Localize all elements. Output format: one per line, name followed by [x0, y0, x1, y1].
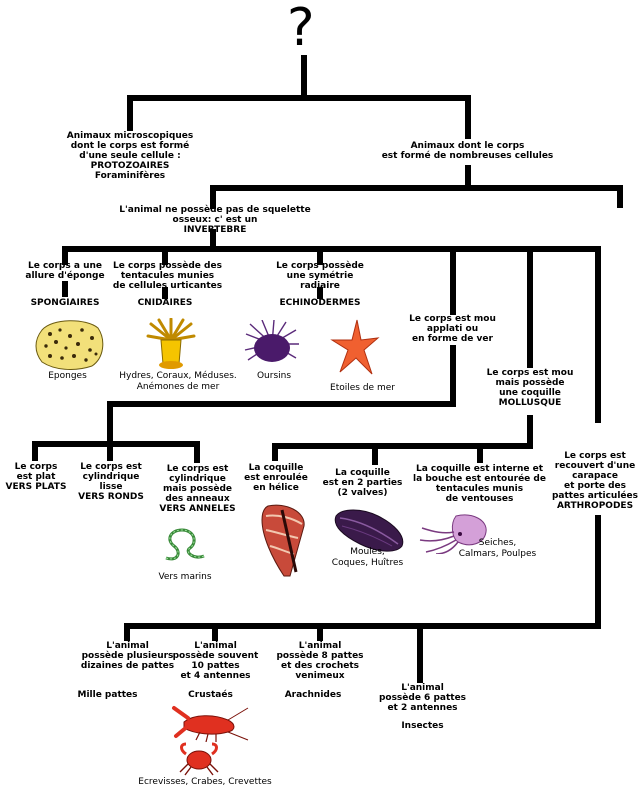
node-vers: Le corps est mou applati ou en forme de … — [409, 314, 496, 344]
group-cnidaires: CNIDAIRES — [137, 298, 193, 308]
node-invertebre: L'animal ne possède pas de squelette oss… — [119, 205, 311, 235]
node-coquille-deux-valves: La coquille est en 2 parties (2 valves) — [322, 468, 403, 498]
mussel-icon — [334, 509, 404, 552]
caption-moules: Moules, Coques, Huîtres — [331, 547, 404, 568]
node-cnidaire: Le corps possède des tentacules munies d… — [112, 261, 223, 291]
node-mille-pattes: L'animal possède plusieurs dizaines de p… — [80, 641, 175, 671]
root-question-mark: ? — [287, 0, 315, 58]
node-crustaces: L'animal possède souvent 10 pattes et 4 … — [172, 641, 259, 681]
cone-shell-icon — [261, 504, 305, 577]
group-crustaces: Crustaés — [188, 690, 233, 700]
node-coquille-interne: La coquille est interne et la bouche est… — [413, 464, 546, 504]
node-protozoaires: Animaux microscopiques dont le corps est… — [66, 131, 194, 181]
group-echinodermes: ECHINODERMES — [279, 298, 361, 308]
node-multicellulaires: Animaux dont le corps est formé de nombr… — [381, 141, 554, 161]
caption-hydres: Hydres, Coraux, Méduses. Anémones de mer — [119, 371, 237, 392]
node-arachnides: L'animal possède 8 pattes et des crochet… — [276, 641, 364, 681]
crayfish-icon — [172, 706, 249, 742]
group-spongiaires: SPONGIAIRES — [30, 298, 100, 308]
caption-eponges: Eponges — [48, 371, 87, 381]
marine-worm-icon — [165, 528, 205, 561]
node-eponge: Le corps a une allure d'éponge — [25, 261, 105, 281]
caption-etoiles: Etoiles de mer — [330, 383, 395, 393]
caption-vers-marins: Vers marins — [158, 572, 212, 582]
node-vers-anneles: Le corps est cylindrique mais possède de… — [159, 464, 236, 514]
group-insectes: Insectes — [401, 721, 444, 731]
caption-ecrevisses: Ecrevisses, Crabes, Crevettes — [138, 777, 272, 787]
node-vers-ronds: Le corps est cylindrique lisse VERS ROND… — [78, 462, 144, 502]
sponge-icon — [35, 320, 104, 370]
sea-urchin-icon — [244, 320, 299, 362]
sea-anemone-icon — [146, 318, 196, 369]
caption-oursins: Oursins — [256, 371, 292, 381]
crab-icon — [179, 742, 219, 776]
starfish-icon — [330, 319, 380, 375]
group-arachnides: Arachnides — [284, 690, 342, 700]
node-insectes: L'animal possède 6 pattes et 2 antennes — [378, 683, 467, 713]
node-vers-plats: Le corps est plat VERS PLATS — [5, 462, 67, 492]
caption-seiches: Seiches, Calmars, Poulpes — [458, 538, 537, 559]
group-mille-pattes: Mille pattes — [77, 690, 138, 700]
node-echinoderme: Le corps possède une symétrie radiaire — [276, 261, 364, 291]
node-mollusque: Le corps est mou mais possède une coquil… — [486, 368, 574, 408]
node-coquille-helice: La coquille est enroulée en hélice — [244, 463, 308, 493]
squid-icon — [419, 514, 487, 554]
node-arthropodes: Le corps est recouvert d'une carapace et… — [551, 451, 638, 511]
